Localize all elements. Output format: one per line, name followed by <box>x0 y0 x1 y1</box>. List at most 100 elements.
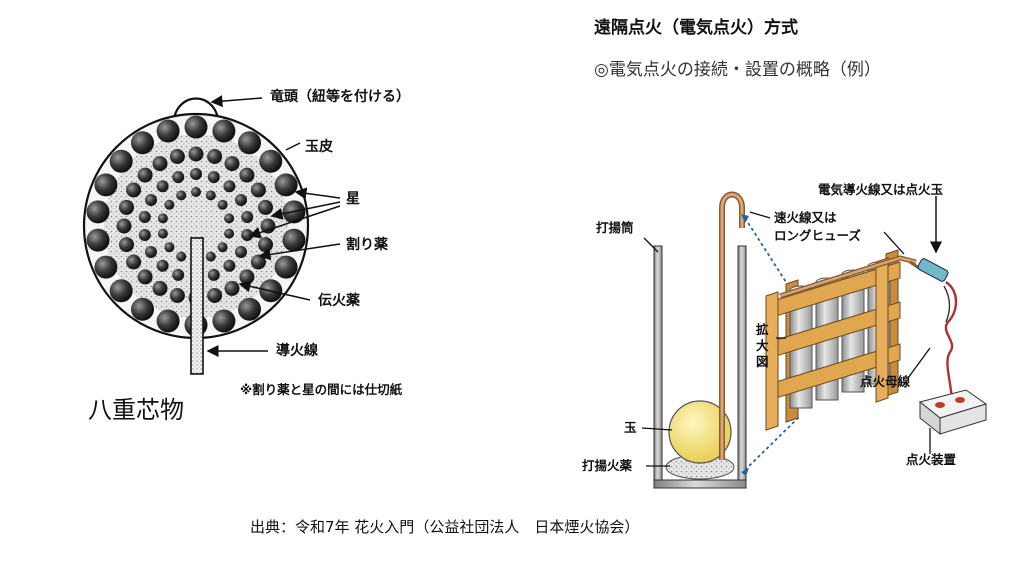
leader-dengayaku <box>238 280 311 301</box>
star-pellet <box>94 173 118 197</box>
star-pellet <box>145 246 157 258</box>
star-pellet <box>131 297 154 321</box>
label-tenkasochi: 点火装置 <box>906 452 957 467</box>
star-pellet <box>172 268 185 281</box>
star-pellet <box>109 279 133 303</box>
star-pellet <box>137 269 153 285</box>
leader-hoshi-3 <box>248 205 341 239</box>
label-kakudai-3: 図 <box>756 354 769 369</box>
shell-note: ※割り薬と星の間には仕切紙 <box>240 382 403 397</box>
star-pellet <box>238 297 261 321</box>
star-pellet <box>86 228 110 252</box>
firing-cable-red <box>944 281 958 401</box>
star-pellet <box>126 182 142 198</box>
leader-sokkasen-rack <box>883 231 905 255</box>
star-pellet <box>224 280 240 296</box>
star-pellet <box>190 168 202 180</box>
star-pellet <box>217 199 228 210</box>
star-pellet <box>191 187 201 197</box>
star-pellet <box>86 200 110 224</box>
star-pellet <box>126 254 142 270</box>
label-denki: 電気導火線又は点火玉 <box>818 182 944 197</box>
firing-button-2 <box>955 397 965 403</box>
label-hoshi: 星 <box>346 191 360 207</box>
star-pellet <box>250 182 266 198</box>
leader-hoshi-1 <box>294 187 341 200</box>
fuse-dokasen <box>190 237 204 375</box>
star-pellet <box>207 149 223 164</box>
star-pellet <box>207 288 223 303</box>
label-kakudai-2: 大 <box>756 338 769 353</box>
star-pellet <box>116 218 132 234</box>
leader-hoshi-2 <box>270 201 341 220</box>
zoom-arrow-top <box>741 214 749 223</box>
star-pellet <box>156 119 180 143</box>
leader-tamakawa <box>285 142 301 151</box>
star-pellet <box>282 228 306 252</box>
zoom-arrow-bottom <box>741 468 749 476</box>
star-pellet <box>169 288 185 303</box>
star-pellet <box>205 190 216 201</box>
star-pellet <box>259 149 283 173</box>
star-pellet <box>212 119 236 143</box>
star-pellet <box>137 167 153 183</box>
star-pellet <box>169 149 185 164</box>
star-pellet <box>138 211 151 223</box>
shell-ball <box>668 400 732 464</box>
label-tama: 玉 <box>624 420 637 435</box>
firing-device-front <box>939 403 987 435</box>
star-pellet <box>258 237 273 253</box>
star-pellet <box>274 173 298 197</box>
star-pellet <box>172 171 185 184</box>
star-pellet <box>184 115 208 139</box>
star-pellet <box>224 213 235 224</box>
star-pellet <box>241 211 254 223</box>
label-ryuzu: 竜頭（紐等を付ける） <box>270 89 410 105</box>
star-pellet <box>239 167 255 183</box>
stars-middle-ring <box>116 146 276 306</box>
star-pellet <box>238 131 261 155</box>
leader-warigusuri <box>258 243 341 261</box>
star-pellet <box>157 228 168 239</box>
firing-button-1 <box>935 402 945 408</box>
star-pellet <box>205 251 216 262</box>
star-pellet <box>119 237 134 253</box>
zoom-line-top <box>744 217 787 283</box>
zoom-line-bottom <box>744 415 801 471</box>
star-pellet <box>157 213 168 224</box>
tube-bottom <box>653 479 747 489</box>
leader-sokkasen <box>749 211 771 219</box>
label-kakudai-1: 拡 <box>756 322 769 337</box>
shell-name: 八重芯物 <box>88 396 184 424</box>
label-sokkasen-1: 速火線又は <box>774 210 837 225</box>
leader-tama <box>641 427 673 431</box>
star-pellet <box>109 149 133 173</box>
star-pellet <box>176 190 187 201</box>
enlarged-rack <box>765 196 988 454</box>
star-pellet <box>119 199 134 215</box>
star-pellet <box>250 254 266 270</box>
star-pellet <box>145 194 157 206</box>
ignition-title: 遠隔点火（電気点火）方式 <box>594 18 798 38</box>
star-pellet <box>156 259 169 272</box>
star-pellet <box>224 156 240 172</box>
star-pellet <box>152 156 168 172</box>
tube-wall-left <box>653 245 663 485</box>
label-tenkabosen: 点火母線 <box>860 374 911 389</box>
rack-front-post-right <box>875 257 889 403</box>
leader-uchiagezutsu <box>643 237 659 253</box>
leader-tenkabosen <box>907 347 931 379</box>
star-pellet <box>138 229 151 241</box>
tube-wall-right <box>737 245 747 485</box>
star-pellet <box>207 171 220 184</box>
star-pellet <box>188 146 204 162</box>
star-pellet <box>156 309 180 333</box>
label-dokasen: 導火線 <box>276 343 318 359</box>
firing-cable-dark <box>943 285 951 323</box>
star-pellet <box>223 259 236 272</box>
star-pellet <box>212 309 236 333</box>
label-uchiagezutsu: 打揚筒 <box>596 220 634 235</box>
star-pellet <box>217 242 228 253</box>
